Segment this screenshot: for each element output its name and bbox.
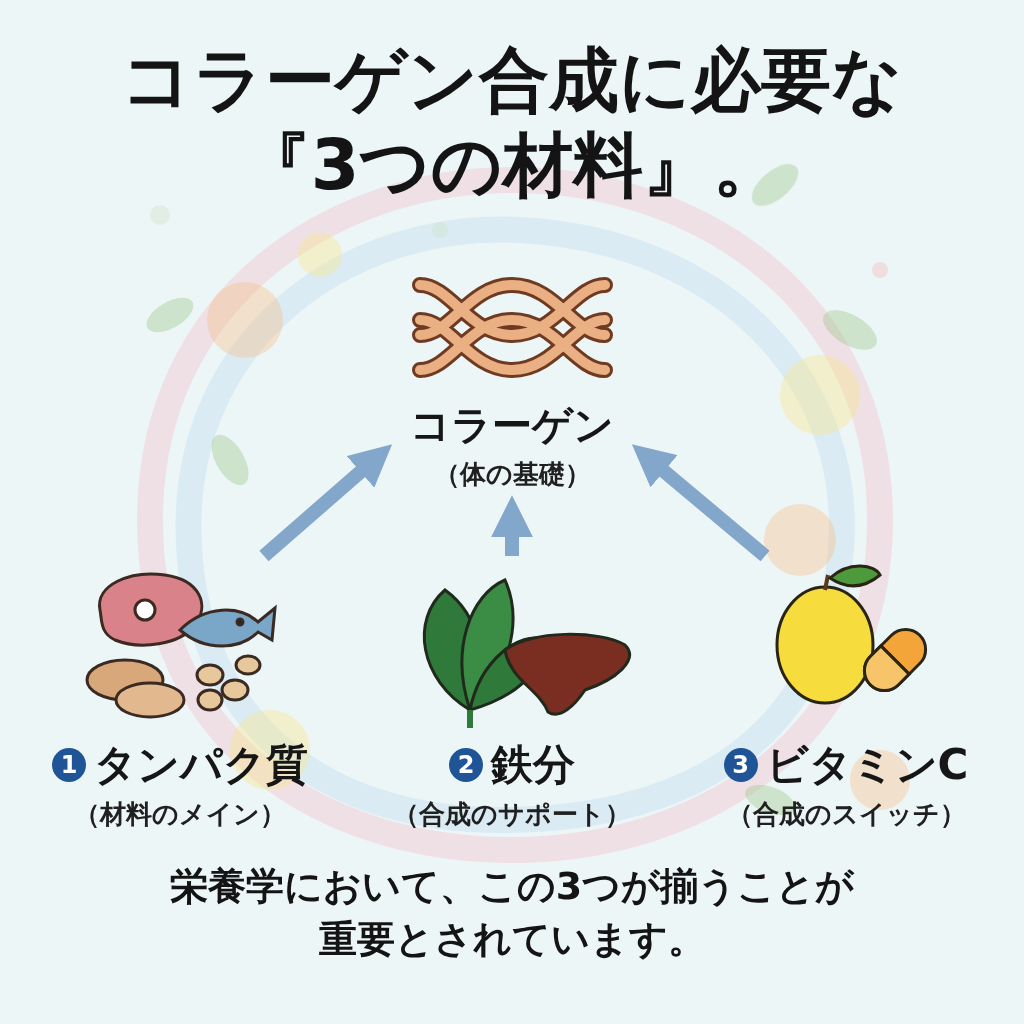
callout-number: 2 [449,748,483,782]
node-heading: ビタミンC [766,737,969,793]
callout-number: 3 [724,748,758,782]
node-heading: タンパク質 [94,737,308,793]
flow-arrow [505,512,519,556]
collagen-braid [420,285,605,370]
node-subtitle: （合成のサポート） [393,797,631,832]
node-heading: 鉄分 [491,737,575,793]
ingredient-node: 1タンパク質 （材料のメイン） [40,556,320,838]
ingredient-node: 3ビタミンC （合成のスイッチ） [711,556,981,838]
heading-row: 1タンパク質 [52,737,308,793]
heading-row: 3ビタミンC [724,737,969,793]
heading-row: 2鉄分 [449,737,575,793]
spinach-liver [424,580,629,728]
callout-number: 1 [52,748,86,782]
page-title: コラーゲン合成に必要な 『3つの材料』。 [80,38,944,209]
result-node: コラーゲン （体の基礎） [390,262,634,498]
node-subtitle: （合成のスイッチ） [727,797,966,832]
node-subtitle: （材料のメイン） [74,797,286,832]
meat-fish-beans [87,574,275,717]
lemon-capsule [777,566,934,703]
ingredient-node: 2鉄分 （合成のサポート） [377,556,647,838]
page-caption: 栄養学において、この3つが揃うことが 重要とされています。 [112,860,912,966]
node-subtitle: （体の基礎） [434,457,591,492]
flow-arrow [645,455,765,556]
flow-arrow [264,455,379,556]
node-heading: コラーゲン [410,398,614,453]
